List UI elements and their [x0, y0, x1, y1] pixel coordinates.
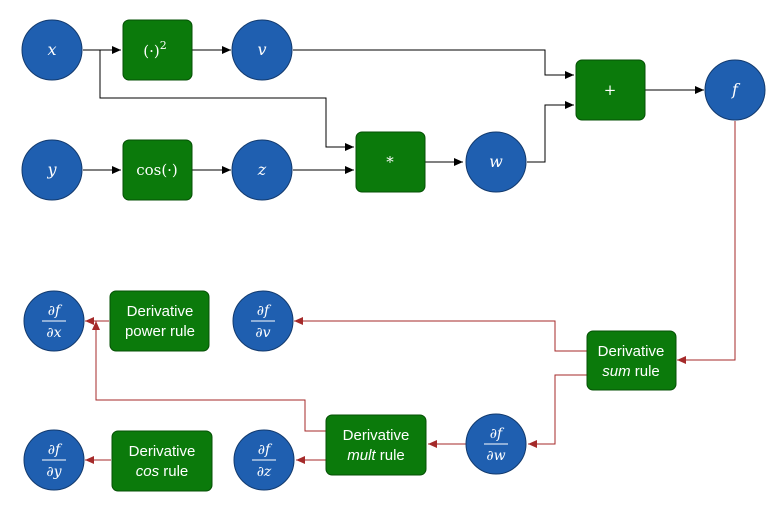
box-node: [122, 19, 193, 81]
edge-w-to-sum: [527, 101, 574, 163]
node-f[interactable]: f: [704, 59, 766, 121]
edge-mult-rule-to-dfdx: [92, 321, 326, 432]
node-dfdx[interactable]: ∂f ∂x: [23, 290, 85, 352]
edge-v-to-sum: [293, 49, 574, 79]
box-node: [325, 414, 427, 476]
fraction-numerator: ∂f: [48, 442, 63, 458]
node-mult-op[interactable]: *: [355, 131, 426, 193]
node-sum-rule[interactable]: Derivative sum rule: [586, 330, 677, 391]
op-label: (·)2: [143, 39, 166, 60]
edge-sum-rule-to-dfdw: [528, 374, 587, 448]
circle-node: [231, 19, 293, 81]
fraction-denominator: ∂x: [46, 325, 61, 341]
box-node: [122, 139, 193, 201]
box-node: [355, 131, 426, 193]
op-label: +: [604, 81, 617, 99]
backward-edges: [85, 121, 736, 464]
forward-edges: [83, 46, 704, 174]
node-v[interactable]: v: [231, 19, 293, 81]
fraction-numerator: ∂f: [258, 442, 273, 458]
square-op-base: (·): [143, 42, 159, 60]
node-dfdv[interactable]: ∂f ∂v: [232, 290, 294, 352]
box-node: [586, 330, 677, 391]
node-cos-rule[interactable]: Derivative cos rule: [111, 430, 213, 492]
fraction-numerator: ∂f: [48, 303, 63, 319]
node-w[interactable]: w: [465, 131, 527, 193]
fraction-denominator: ∂y: [46, 464, 62, 480]
circle-node: [704, 59, 766, 121]
circle-node: [21, 19, 83, 81]
edge-sum-rule-to-dfdv: [294, 317, 587, 352]
box-line-2: power rule: [125, 323, 195, 340]
edge-x-to-mult: [99, 50, 354, 151]
node-label: x: [47, 40, 56, 59]
node-sum-op[interactable]: +: [575, 59, 646, 121]
op-label: *: [386, 153, 394, 171]
box-node: [109, 290, 210, 352]
fraction-denominator: ∂w: [486, 448, 505, 464]
fraction-denominator: ∂z: [257, 464, 272, 480]
node-dfdy[interactable]: ∂f ∂y: [23, 429, 85, 491]
node-x[interactable]: x: [21, 19, 83, 81]
op-label: cos(·): [136, 161, 178, 179]
node-label: w: [489, 152, 503, 171]
edge-f-to-sum-rule: [677, 121, 736, 364]
node-mult-rule[interactable]: Derivative mult rule: [325, 414, 427, 476]
circle-node: [465, 131, 527, 193]
fraction-numerator: ∂f: [257, 303, 272, 319]
box-node: [111, 430, 213, 492]
node-power-rule[interactable]: Derivative power rule: [109, 290, 210, 352]
box-line-1: Derivative: [127, 303, 194, 320]
box-line-2: mult rule: [347, 447, 405, 464]
fraction-denominator: ∂v: [255, 325, 270, 341]
node-label: v: [257, 40, 266, 59]
box-line-2: cos rule: [136, 463, 189, 480]
square-op-exponent: 2: [160, 39, 167, 52]
node-square-op[interactable]: (·)2: [122, 19, 193, 81]
node-label: y: [46, 160, 57, 179]
node-z[interactable]: z: [231, 139, 293, 201]
node-label: f: [731, 80, 741, 99]
box-line-1: Derivative: [598, 343, 665, 360]
node-label: z: [257, 160, 267, 179]
circle-node: [231, 139, 293, 201]
box-node: [575, 59, 646, 121]
circle-node: [21, 139, 83, 201]
node-dfdz[interactable]: ∂f ∂z: [233, 429, 295, 491]
node-dfdw[interactable]: ∂f ∂w: [465, 413, 527, 475]
fraction-numerator: ∂f: [490, 426, 505, 442]
node-cos-op[interactable]: cos(·): [122, 139, 193, 201]
node-y[interactable]: y: [21, 139, 83, 201]
box-line-1: Derivative: [343, 427, 410, 444]
box-line-1: Derivative: [129, 443, 196, 460]
box-line-2: sum rule: [602, 363, 660, 380]
